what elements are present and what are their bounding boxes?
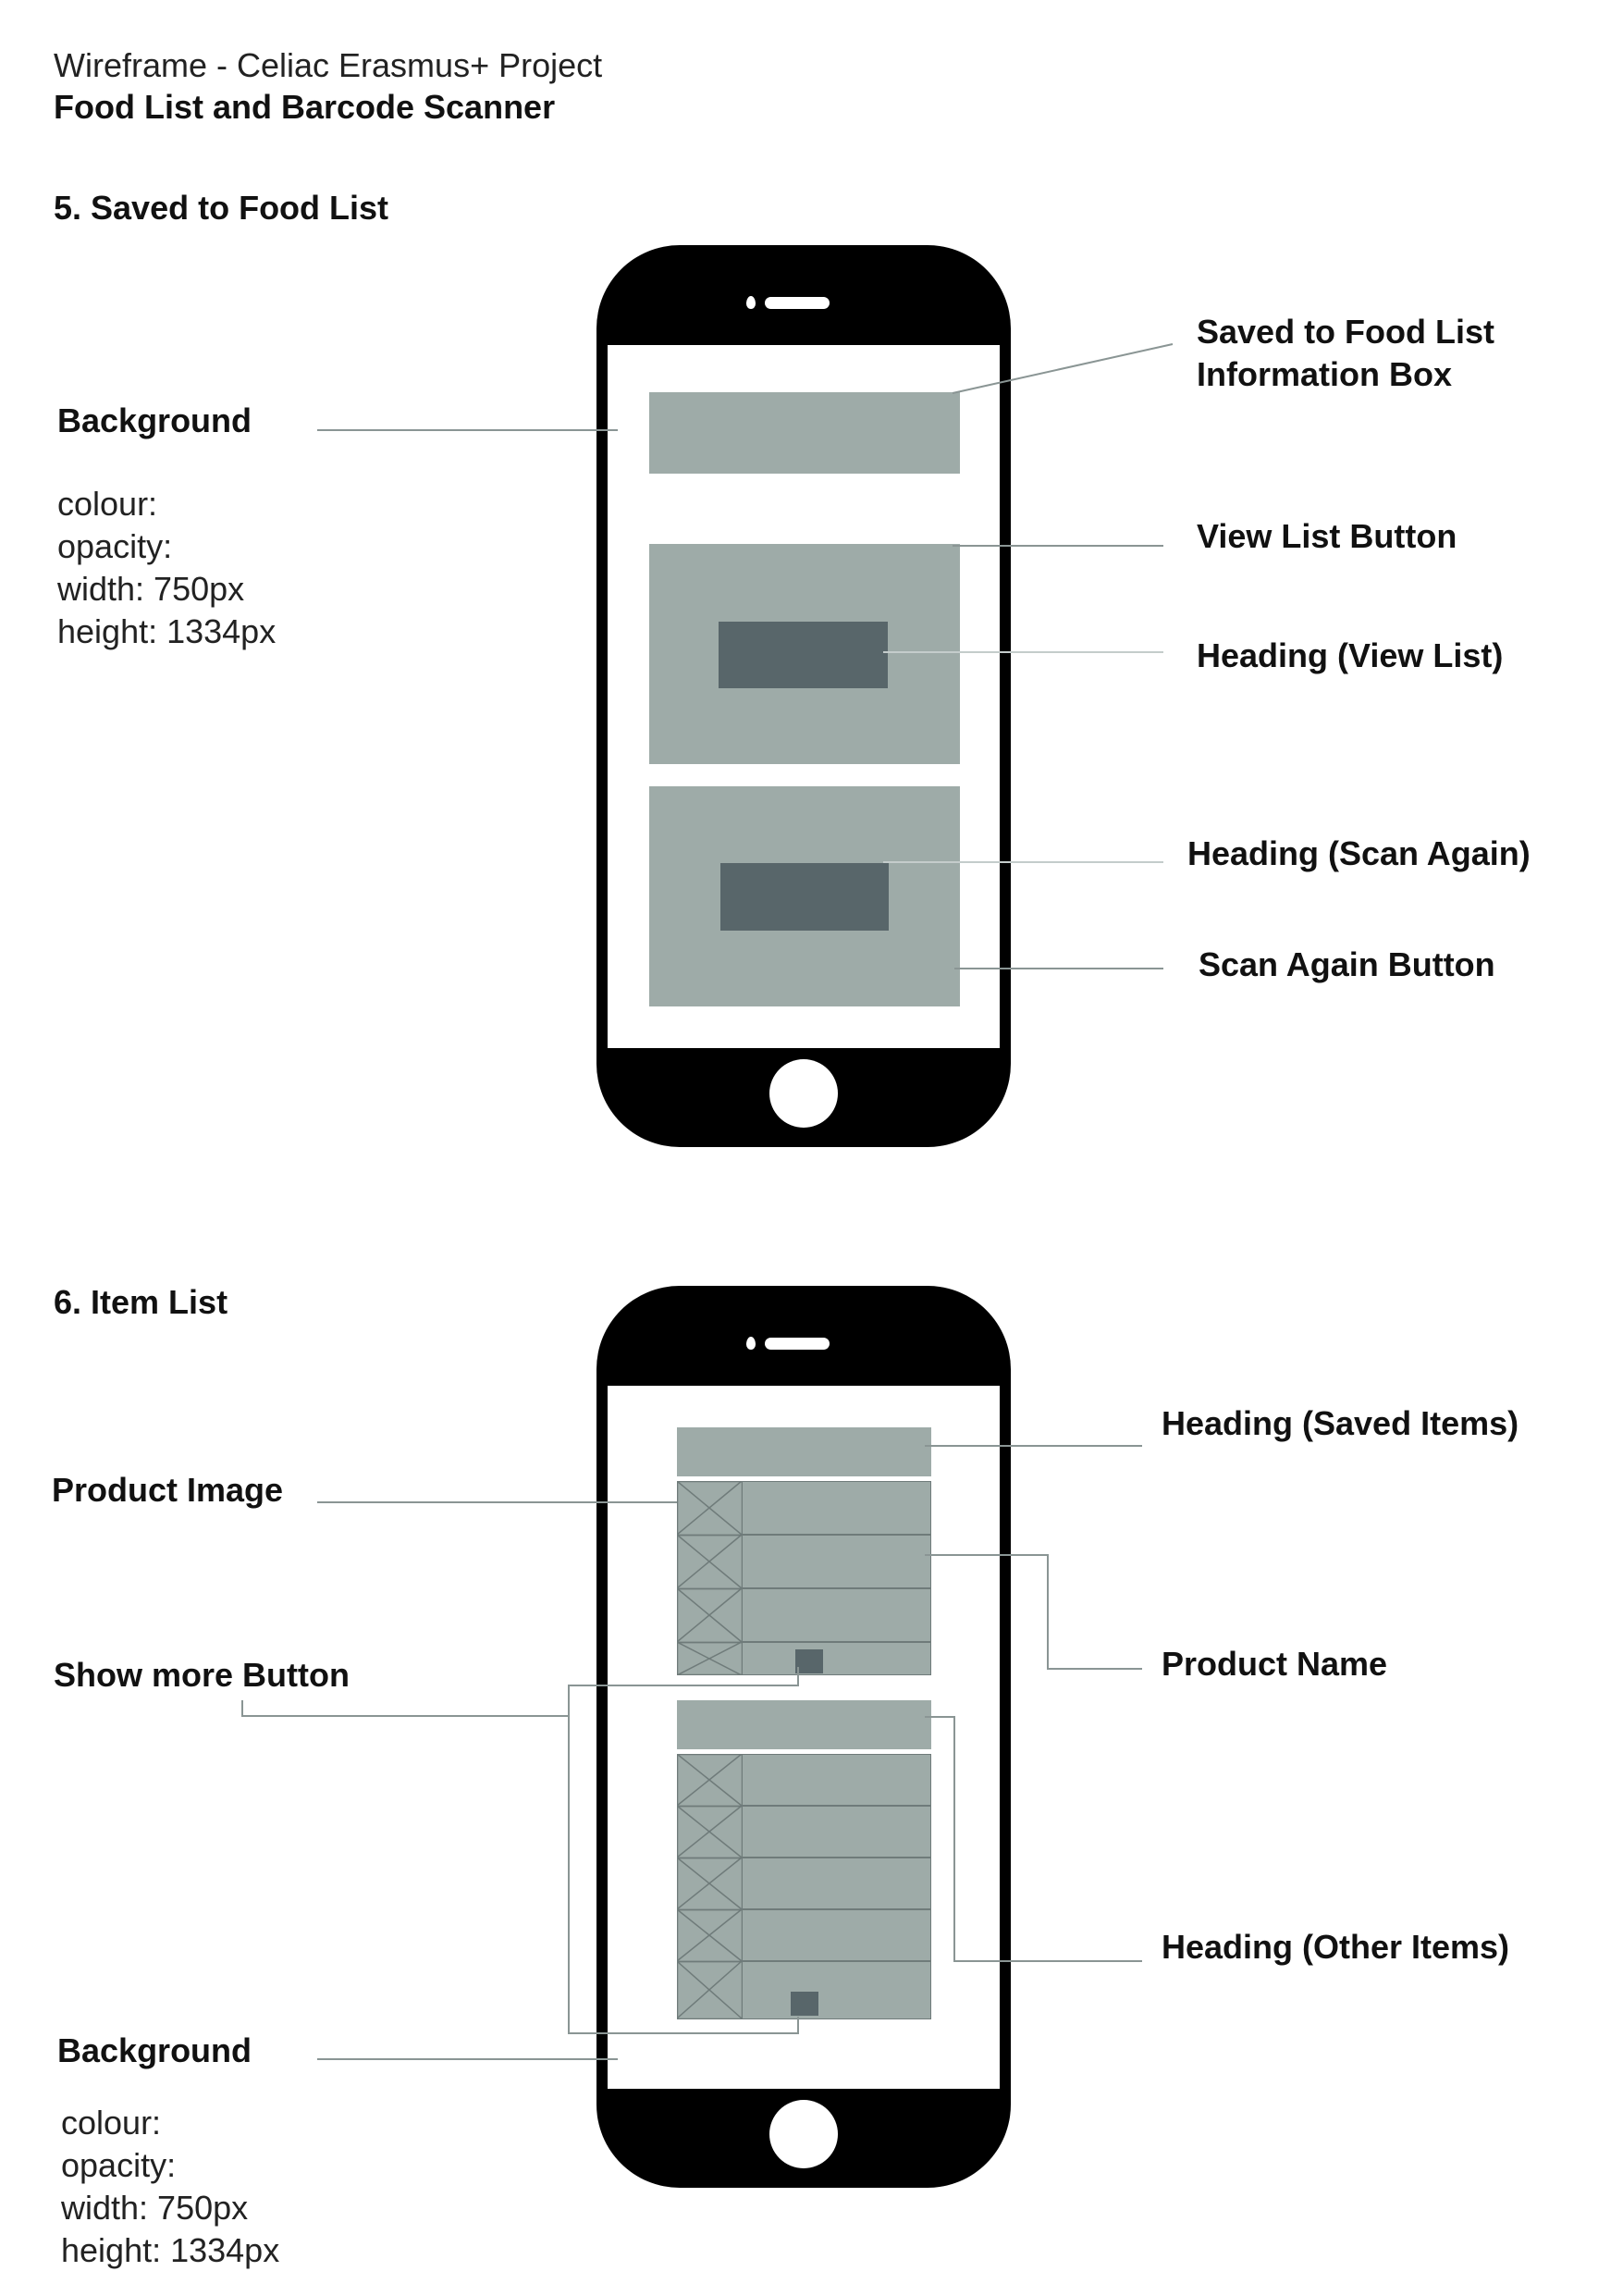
scan-again-button-placeholder — [649, 786, 960, 1006]
spec-height: height: 1334px — [61, 2231, 280, 2269]
leader-show-more-bracket — [568, 1667, 799, 2034]
leader-info-box — [952, 343, 1174, 394]
phone-screen-background — [608, 345, 1000, 1048]
heading-scan-again-placeholder — [720, 863, 889, 931]
list-item — [742, 1642, 931, 1675]
spec-colour: colour: — [57, 485, 158, 523]
phone-mockup-saved — [596, 245, 1011, 1147]
spec-width: width: 750px — [57, 570, 245, 608]
heading-scan-again-label: Heading (Scan Again) — [1187, 834, 1531, 872]
list-item — [742, 1588, 931, 1642]
info-box-placeholder — [649, 392, 960, 474]
list-item — [742, 1535, 931, 1588]
heading-view-list-placeholder — [719, 622, 888, 688]
product-name-label: Product Name — [1162, 1645, 1388, 1683]
speaker-slot — [765, 297, 830, 309]
heading-saved-items-label: Heading (Saved Items) — [1162, 1404, 1519, 1442]
scan-again-button-label: Scan Again Button — [1199, 945, 1495, 983]
background-spec: colour: opacity: width: 750px height: 13… — [57, 483, 276, 653]
spec-opacity: opacity: — [61, 2146, 177, 2184]
front-camera-icon — [746, 296, 756, 309]
spec-opacity: opacity: — [57, 527, 173, 565]
background-spec: colour: opacity: width: 750px height: 13… — [61, 2102, 279, 2272]
background-label: Background — [57, 2031, 252, 2069]
wireframe-title: Wireframe - Celiac Erasmus+ Project — [54, 46, 603, 84]
product-image-column-saved — [677, 1481, 743, 1675]
list-item — [742, 1961, 931, 2019]
list-item — [742, 1909, 931, 1961]
home-button-icon — [769, 1059, 838, 1128]
phone-screen-background — [608, 1386, 1000, 2089]
spec-height: height: 1334px — [57, 612, 277, 650]
view-list-button-placeholder — [649, 544, 960, 764]
phone-mockup-item-list — [596, 1286, 1011, 2188]
info-box-label-line1: Saved to Food List — [1197, 313, 1495, 351]
section-6-title: 6. Item List — [54, 1283, 228, 1321]
spec-width: width: 750px — [61, 2189, 249, 2227]
list-item — [742, 1858, 931, 1909]
background-label: Background — [57, 401, 252, 439]
heading-other-items-label: Heading (Other Items) — [1162, 1928, 1510, 1966]
list-item — [742, 1806, 931, 1858]
home-button-icon — [769, 2100, 838, 2168]
speaker-slot — [765, 1338, 830, 1350]
heading-view-list-label: Heading (View List) — [1197, 636, 1504, 674]
wireframe-subtitle: Food List and Barcode Scanner — [54, 88, 556, 126]
leader-show-more — [241, 1700, 569, 1717]
list-item — [742, 1481, 931, 1535]
info-box-label-line2: Information Box — [1197, 355, 1452, 393]
show-more-button-placeholder — [791, 1992, 818, 2016]
product-image-column-other — [677, 1754, 743, 2019]
spec-colour: colour: — [61, 2104, 162, 2142]
view-list-button-label: View List Button — [1197, 517, 1457, 555]
show-more-button-placeholder — [795, 1649, 823, 1673]
product-image-label: Product Image — [52, 1471, 284, 1509]
heading-saved-items-placeholder — [677, 1427, 931, 1476]
heading-other-items-placeholder — [677, 1700, 931, 1749]
leader-heading-other-items — [925, 1716, 1142, 1962]
leader-product-name — [925, 1554, 1142, 1670]
front-camera-icon — [746, 1337, 756, 1350]
section-5-title: 5. Saved to Food List — [54, 189, 389, 227]
list-item — [742, 1754, 931, 1806]
show-more-button-label: Show more Button — [54, 1656, 350, 1694]
